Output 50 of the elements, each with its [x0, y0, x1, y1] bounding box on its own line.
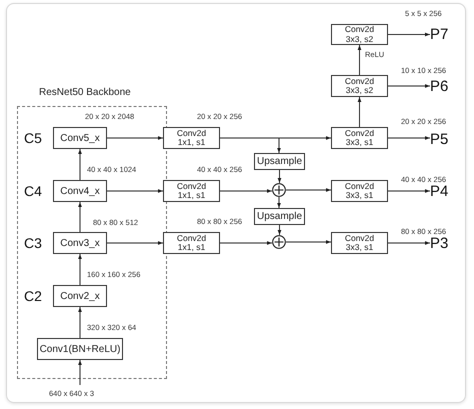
arrow [278, 170, 282, 184]
arrow [106, 136, 164, 140]
process-box: Conv2d 3x3, s2 [331, 24, 388, 45]
stage-label: C4 [24, 183, 42, 199]
output-label: P6 [430, 77, 452, 95]
process-box: Conv3_x [53, 232, 107, 254]
process-box: Upsample [254, 208, 305, 225]
process-box: Conv2d 3x3, s1 [331, 180, 388, 202]
process-box: Conv2_x [53, 285, 107, 307]
process-box: Conv2d 1x1, s1 [163, 232, 220, 254]
arrow [358, 96, 362, 128]
arrow [78, 148, 82, 180]
process-box: Conv1(BN+ReLU) [37, 338, 123, 360]
arrow [78, 254, 82, 286]
process-box: Conv2d 3x3, s1 [331, 127, 388, 149]
arrow [106, 189, 164, 193]
arrow [220, 241, 272, 245]
arrow [220, 138, 281, 154]
output-label: P4 [430, 182, 452, 200]
process-box: Conv2d 3x3, s1 [331, 232, 388, 254]
stage-label: C5 [24, 130, 42, 146]
arrow [388, 32, 430, 36]
process-box: Conv4_x [53, 180, 107, 202]
arrow [78, 360, 82, 386]
arrow [278, 224, 282, 236]
arrow [286, 188, 332, 192]
arrow [388, 241, 430, 245]
output-label: P5 [430, 130, 452, 148]
arrow [78, 202, 82, 232]
arrow [78, 306, 82, 338]
arrow [277, 196, 281, 208]
output-label: P7 [430, 25, 452, 43]
process-box: Conv2d 3x3, s2 [331, 75, 388, 97]
stage-label: C2 [24, 288, 42, 304]
process-box: Conv5_x [53, 127, 107, 149]
arrow [106, 241, 164, 245]
arrow [388, 136, 430, 140]
sum-circle [272, 235, 286, 249]
arrow [286, 240, 332, 244]
sum-circle [272, 183, 286, 197]
output-label: P3 [430, 234, 452, 252]
stage-label: C3 [24, 235, 42, 251]
process-box: Conv2d 1x1, s1 [163, 180, 220, 202]
arrow [358, 44, 362, 76]
group-title: ResNet50 Backbone [39, 87, 131, 98]
arrow [220, 189, 272, 193]
process-box: Conv2d 1x1, s1 [163, 127, 220, 149]
arrow [388, 189, 430, 193]
process-box: Upsample [254, 153, 305, 170]
arrow [388, 84, 430, 88]
